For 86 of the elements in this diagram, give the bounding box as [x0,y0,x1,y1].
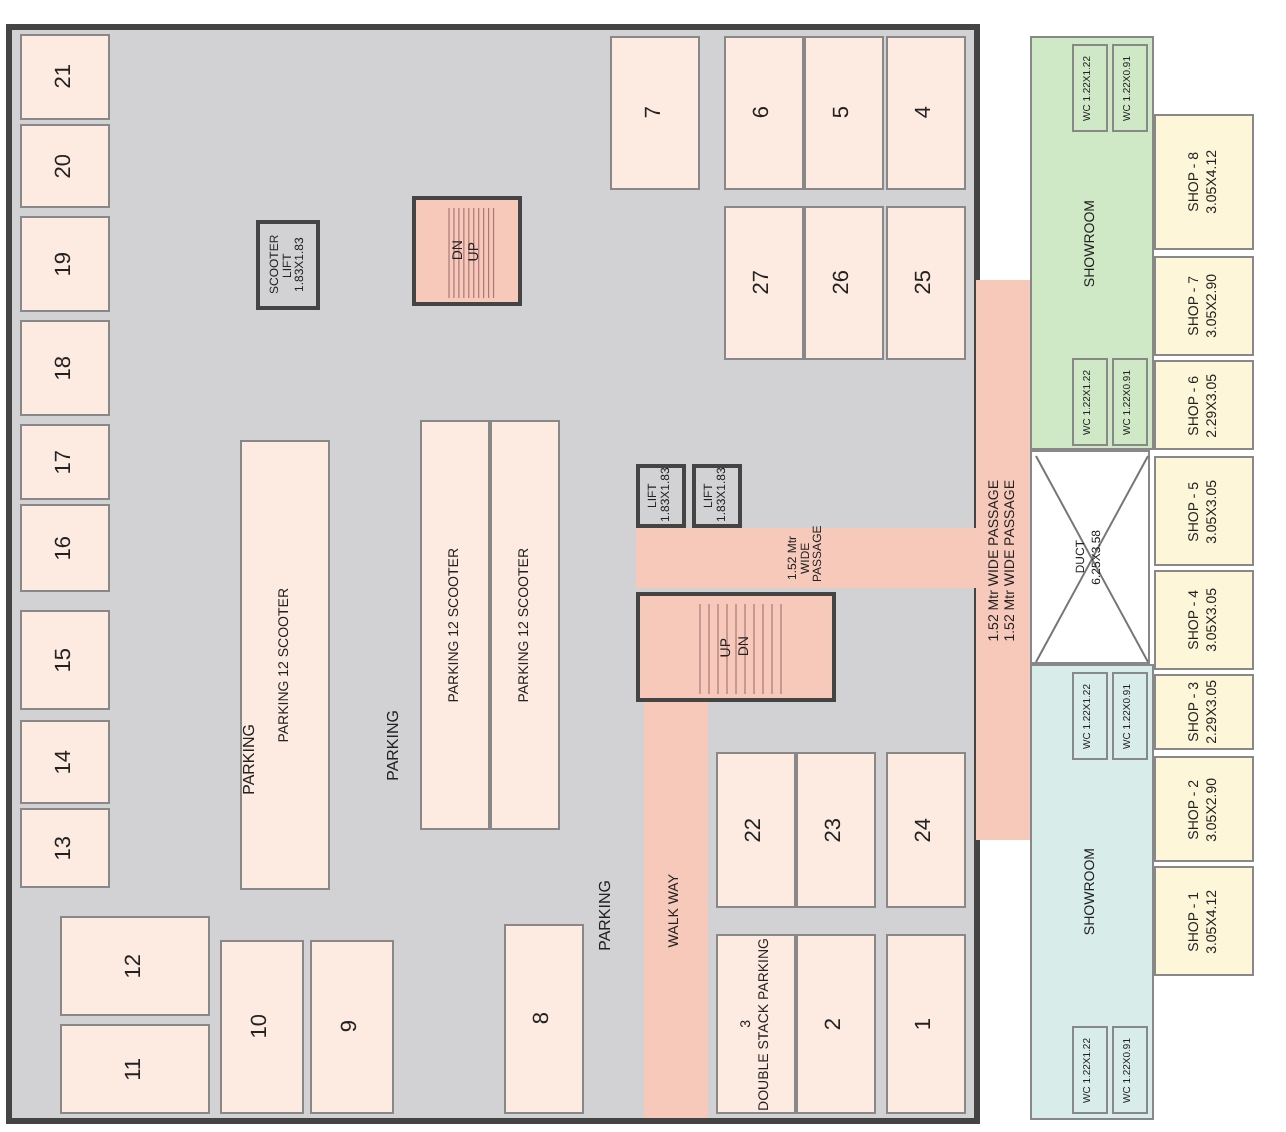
bay-number: 16 [53,535,77,561]
parking-bay [886,934,966,1114]
parking-bay [20,720,110,804]
shop-unit [1154,756,1254,862]
bay-number: 12 [123,953,147,979]
parking-bay [724,206,804,360]
area-label: PARKING [596,880,614,951]
wc-room [1072,672,1108,760]
bay-number: 2 [824,1017,848,1031]
bay-number: 9 [340,1020,364,1034]
wc-room [1072,1026,1108,1114]
parking-bay [20,504,110,592]
parking-bay [504,924,584,1114]
parking-bay [310,940,394,1114]
parking-bay [716,752,796,908]
parking-bay [20,124,110,208]
scooter-parking [490,420,560,830]
parking-bay [886,752,966,908]
lift-shaft [692,464,742,528]
scooter-parking [240,440,330,890]
parking-bay [20,320,110,416]
parking-bay [796,752,876,908]
parking-bay [724,36,804,190]
showroom-area [1030,36,1154,450]
shop-unit [1154,114,1254,250]
bay-number: 27 [752,270,776,296]
parking-bay [886,36,966,190]
bay-number: 11 [123,1057,147,1081]
parking-bay [20,424,110,500]
bay-number: 15 [53,647,77,673]
area-label: PARKING [240,724,258,795]
shop-unit [1154,674,1254,750]
wc-room [1072,44,1108,132]
bay-number: 4 [914,106,938,120]
shop-unit [1154,256,1254,356]
parking-bay [804,206,884,360]
bay-number: 17 [53,449,77,475]
bay-number: 6 [752,106,776,120]
bay-number: 21 [53,64,77,90]
walkway [644,702,708,1118]
wc-room [1112,44,1148,132]
passage [636,528,976,588]
parking-bay [886,206,966,360]
lift-shaft [636,464,686,528]
staircase [412,196,522,306]
bay-number: 22 [744,817,768,843]
parking-bay [20,34,110,120]
shop-unit [1154,456,1254,566]
bay-number: 1 [914,1017,938,1031]
scooter-lift [256,220,320,310]
bay-number: 25 [914,270,938,296]
parking-bay [20,610,110,710]
parking-bay [610,36,700,190]
bay-number: 24 [914,817,938,843]
wc-room [1112,1026,1148,1114]
parking-bay [220,940,304,1114]
parking-bay [20,216,110,312]
bay-number: 7 [643,106,667,120]
parking-bay [804,36,884,190]
bay-number: 10 [250,1014,274,1040]
area-label: PARKING [384,710,402,781]
staircase [636,592,836,702]
parking-bay [716,934,796,1114]
shop-unit [1154,360,1254,450]
bay-number: 26 [832,270,856,296]
scooter-parking [420,420,490,830]
showroom-area [1030,664,1154,1120]
bay-number: 19 [53,251,77,277]
bay-number: 13 [53,835,77,861]
duct-shaft [1030,450,1150,664]
wc-room [1112,358,1148,446]
wc-room [1072,358,1108,446]
passage [976,280,1030,840]
parking-bay [20,808,110,888]
shop-unit [1154,570,1254,670]
bay-number: 20 [53,153,77,179]
bay-number: 18 [53,355,77,381]
shop-unit [1154,866,1254,976]
bay-number: 8 [532,1012,556,1026]
parking-bay [60,1024,210,1114]
bay-number: 14 [53,749,77,775]
wc-room [1112,672,1148,760]
parking-bay [60,916,210,1016]
parking-bay [796,934,876,1114]
bay-number: 23 [824,817,848,843]
bay-number: 5 [832,106,856,120]
